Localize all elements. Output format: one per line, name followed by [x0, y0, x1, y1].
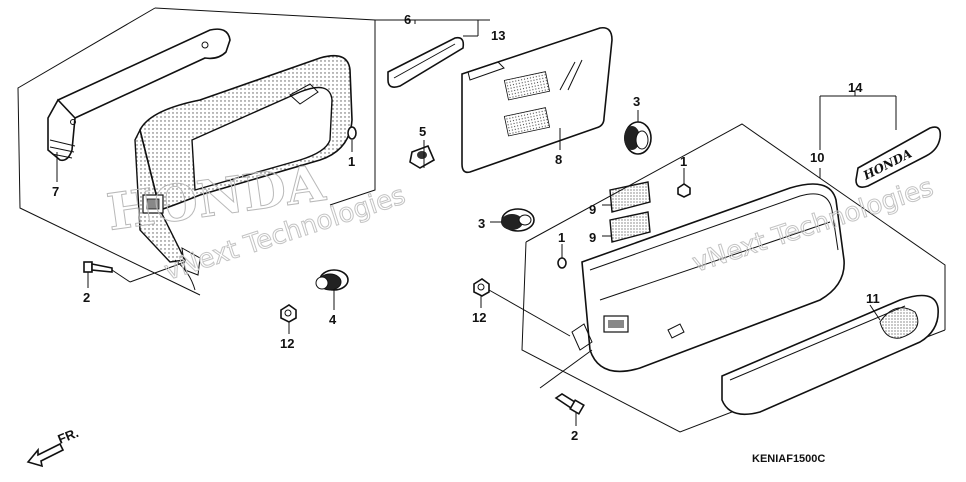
rail-part-11 [721, 294, 939, 416]
callout-11: 11 [866, 291, 880, 306]
callout-1-center: 1 [680, 154, 687, 169]
callout-10: 10 [810, 150, 824, 165]
callout-labels: 6 13 7 1 5 8 3 1 14 10 9 9 3 1 2 4 12 12… [52, 12, 880, 443]
callout-1-left: 1 [348, 154, 355, 169]
nut-part-12-left [280, 304, 297, 323]
side-cover-band-part [47, 28, 231, 162]
callout-2-left: 2 [83, 290, 90, 305]
clip-part-1-lower [557, 257, 567, 269]
callout-6: 6 [404, 12, 411, 27]
grommet-part-3-upper [624, 121, 652, 155]
callout-9-upper: 9 [589, 202, 596, 217]
left-side-cover-part [134, 54, 353, 291]
cushion-part-9-lower [609, 211, 651, 243]
stripe-part-13 [387, 36, 465, 88]
callout-12-right: 12 [472, 310, 486, 325]
callout-7: 7 [52, 184, 59, 199]
callout-1-lower: 1 [558, 230, 565, 245]
callout-5: 5 [419, 124, 426, 139]
bolt-part-2-left [83, 261, 113, 273]
diagram-code: KENIAF1500C [752, 453, 825, 465]
front-arrow-label: FR. [56, 425, 81, 447]
front-arrow-icon [26, 442, 65, 468]
callout-4: 4 [329, 312, 337, 327]
right-side-cover-part-10 [571, 183, 845, 373]
left-assembly-frame [17, 7, 376, 296]
callout-3-upper: 3 [633, 94, 640, 109]
cover-sheet-part-8 [461, 26, 613, 174]
bolt-part-2-right [554, 393, 585, 415]
clip-part-1-center [677, 183, 691, 198]
clip-part-1-left [347, 126, 357, 140]
front-direction-indicator: FR. [26, 425, 81, 468]
cushion-part-9-upper [609, 181, 651, 213]
leader-lines [56, 19, 897, 426]
nut-part-12-right [473, 278, 490, 297]
callout-9-lower: 9 [589, 230, 596, 245]
grommet-part-3-middle [501, 208, 535, 232]
callout-13: 13 [491, 28, 505, 43]
callout-3-middle: 3 [478, 216, 485, 231]
callout-12-left: 12 [280, 336, 294, 351]
callout-14: 14 [848, 80, 863, 95]
grommet-part-5 [409, 144, 436, 169]
callout-8: 8 [555, 152, 562, 167]
callout-2-right: 2 [571, 428, 578, 443]
grommet-part-4 [315, 269, 349, 291]
